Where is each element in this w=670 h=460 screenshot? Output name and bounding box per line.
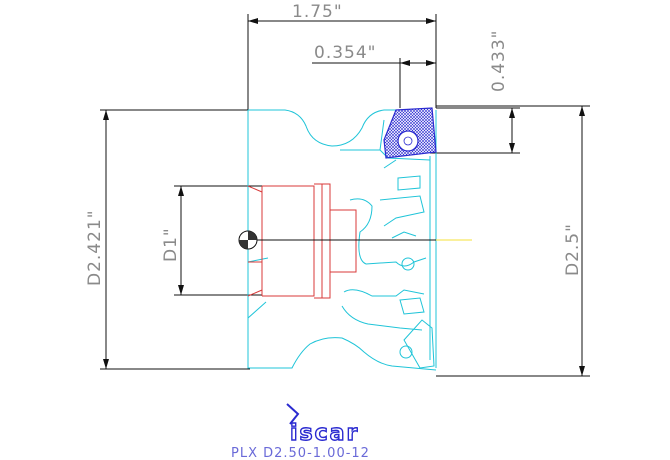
insert: [383, 107, 437, 159]
dim-insert-offset: 0.354": [312, 43, 436, 108]
dim-label-overall-length: 1.75": [292, 2, 343, 22]
dim-insert-height: 0.433": [430, 30, 520, 154]
logo-text: iscar: [290, 421, 359, 446]
dim-bore-diameter: D1": [161, 185, 262, 296]
dim-body-diameter: D2.421": [85, 109, 250, 370]
iscar-logo: iscar: [286, 403, 359, 447]
part-caption: PLX D2.50-1.00-12: [231, 446, 370, 460]
cutter-body-outline: [247, 109, 437, 371]
centre-axis: [238, 230, 472, 250]
dim-overall-length: 1.75": [247, 2, 437, 112]
dim-label-cutting-diameter: D2.5": [563, 223, 583, 276]
dim-label-bore-diameter: D1": [161, 227, 181, 262]
dim-label-insert-height: 0.433": [489, 30, 509, 93]
dim-cutting-diameter: D2.5": [436, 105, 590, 377]
hidden-lines: [247, 183, 357, 299]
dim-label-insert-offset: 0.354": [314, 43, 377, 63]
dim-label-body-diameter: D2.421": [85, 209, 105, 286]
